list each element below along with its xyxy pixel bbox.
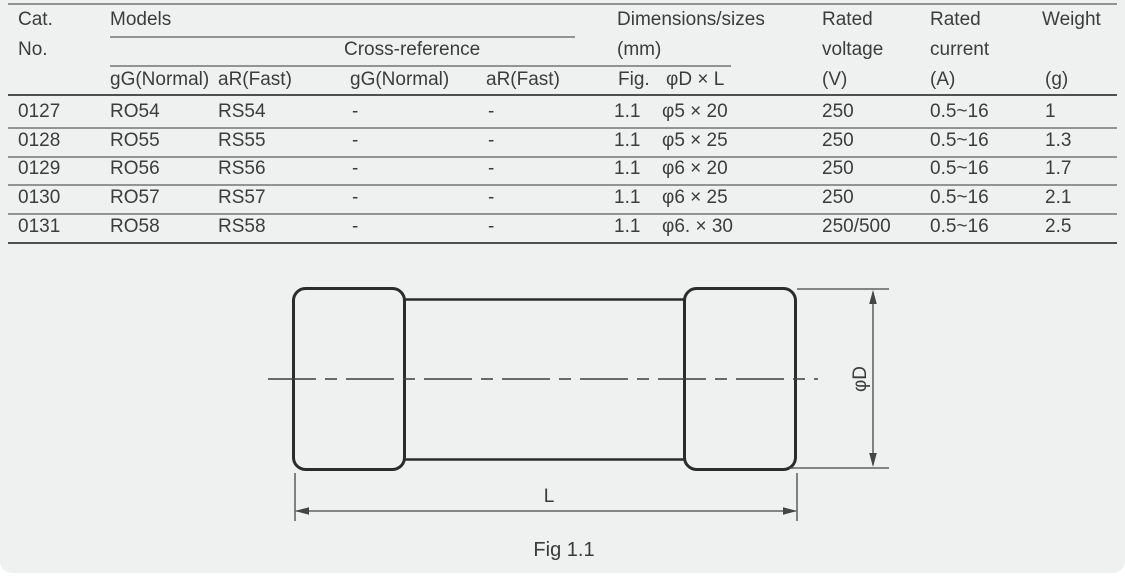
row-separator bbox=[8, 127, 1117, 129]
subheader-current-unit: (A) bbox=[930, 69, 956, 90]
cell-rated-current: 0.5~16 bbox=[930, 101, 989, 122]
subheader-ar-fast-models: aR(Fast) bbox=[218, 69, 292, 90]
cell-dimensions: φ5 × 20 bbox=[662, 101, 728, 122]
cell-cat-no: 0129 bbox=[18, 158, 61, 179]
cell-crossref-gg: - bbox=[352, 187, 359, 208]
cell-weight: 1.3 bbox=[1045, 130, 1072, 151]
cell-cat-no: 0130 bbox=[18, 187, 61, 208]
cell-crossref-ar: - bbox=[488, 187, 495, 208]
table-top-rule bbox=[8, 3, 1117, 5]
header-models: Models bbox=[110, 9, 172, 30]
cell-model-ar: RS55 bbox=[218, 130, 266, 151]
cell-rated-current: 0.5~16 bbox=[930, 187, 989, 208]
cell-crossref-gg: - bbox=[352, 130, 359, 151]
cell-rated-current: 0.5~16 bbox=[930, 130, 989, 151]
models-group-rule bbox=[110, 36, 575, 38]
cell-model-gg: RO54 bbox=[110, 101, 160, 122]
cell-rated-voltage: 250/500 bbox=[822, 216, 891, 237]
cell-fig: 1.1 bbox=[614, 130, 641, 151]
subheader-ar-fast-crossref: aR(Fast) bbox=[486, 69, 560, 90]
cell-fig: 1.1 bbox=[614, 216, 641, 237]
cell-cat-no: 0127 bbox=[18, 101, 61, 122]
header-rated-voltage-line2: voltage bbox=[822, 39, 884, 60]
row-separator bbox=[8, 156, 1117, 158]
row-separator bbox=[8, 184, 1117, 186]
header-dimensions-unit: (mm) bbox=[617, 39, 662, 60]
cell-model-gg: RO55 bbox=[110, 130, 160, 151]
figure-caption: Fig 1.1 bbox=[533, 539, 594, 561]
diameter-label: φD bbox=[850, 366, 871, 392]
cell-rated-voltage: 250 bbox=[822, 158, 854, 179]
table-bottom-rule bbox=[8, 242, 1117, 244]
cell-model-gg: RO56 bbox=[110, 158, 160, 179]
cell-model-ar: RS56 bbox=[218, 158, 266, 179]
cell-crossref-gg: - bbox=[352, 216, 359, 237]
cell-rated-voltage: 250 bbox=[822, 130, 854, 151]
crossref-group-rule bbox=[110, 65, 731, 67]
subheader-weight-unit: (g) bbox=[1045, 69, 1069, 90]
cell-weight: 1.7 bbox=[1045, 158, 1072, 179]
subheader-gg-normal-crossref: gG(Normal) bbox=[350, 69, 450, 90]
header-rated-current-line2: current bbox=[930, 39, 990, 60]
cell-model-ar: RS58 bbox=[218, 216, 266, 237]
cell-weight: 2.1 bbox=[1045, 187, 1072, 208]
arrow-right-icon bbox=[783, 507, 797, 515]
header-cross-reference: Cross-reference bbox=[344, 39, 481, 60]
arrow-down-icon bbox=[869, 453, 877, 467]
cell-dimensions: φ6. × 30 bbox=[662, 216, 733, 237]
arrow-left-icon bbox=[295, 507, 309, 515]
subheader-fig: Fig. bbox=[618, 69, 650, 90]
cell-rated-current: 0.5~16 bbox=[930, 216, 989, 237]
cell-crossref-gg: - bbox=[352, 101, 359, 122]
cell-crossref-ar: - bbox=[488, 216, 495, 237]
cell-crossref-ar: - bbox=[488, 101, 495, 122]
header-rated-current: Rated bbox=[930, 9, 981, 30]
cell-weight: 2.5 bbox=[1045, 216, 1072, 237]
arrow-up-icon bbox=[869, 290, 877, 304]
cell-model-ar: RS57 bbox=[218, 187, 266, 208]
cell-cat-no: 0131 bbox=[18, 216, 61, 237]
header-rated-voltage: Rated bbox=[822, 9, 873, 30]
header-dimensions: Dimensions/sizes bbox=[617, 9, 765, 30]
cell-weight: 1 bbox=[1045, 101, 1056, 122]
subheader-d-x-l: φD × L bbox=[666, 69, 725, 90]
header-cat: Cat. bbox=[18, 9, 53, 30]
cell-dimensions: φ6 × 20 bbox=[662, 158, 728, 179]
cell-rated-current: 0.5~16 bbox=[930, 158, 989, 179]
cell-crossref-gg: - bbox=[352, 158, 359, 179]
cell-rated-voltage: 250 bbox=[822, 101, 854, 122]
cell-crossref-ar: - bbox=[488, 130, 495, 151]
cell-rated-voltage: 250 bbox=[822, 187, 854, 208]
row-separator bbox=[8, 213, 1117, 215]
cell-dimensions: φ5 × 25 bbox=[662, 130, 728, 151]
header-bottom-rule bbox=[8, 94, 1117, 96]
cell-model-ar: RS54 bbox=[218, 101, 266, 122]
cell-dimensions: φ6 × 25 bbox=[662, 187, 728, 208]
subheader-gg-normal-models: gG(Normal) bbox=[110, 69, 210, 90]
cell-model-gg: RO57 bbox=[110, 187, 160, 208]
subheader-voltage-unit: (V) bbox=[822, 69, 848, 90]
cell-model-gg: RO58 bbox=[110, 216, 160, 237]
header-weight: Weight bbox=[1042, 9, 1101, 30]
cell-fig: 1.1 bbox=[614, 101, 641, 122]
cell-cat-no: 0128 bbox=[18, 130, 61, 151]
cell-fig: 1.1 bbox=[614, 187, 641, 208]
cell-crossref-ar: - bbox=[488, 158, 495, 179]
length-label: L bbox=[544, 486, 555, 507]
header-no: No. bbox=[18, 39, 48, 60]
cell-fig: 1.1 bbox=[614, 158, 641, 179]
